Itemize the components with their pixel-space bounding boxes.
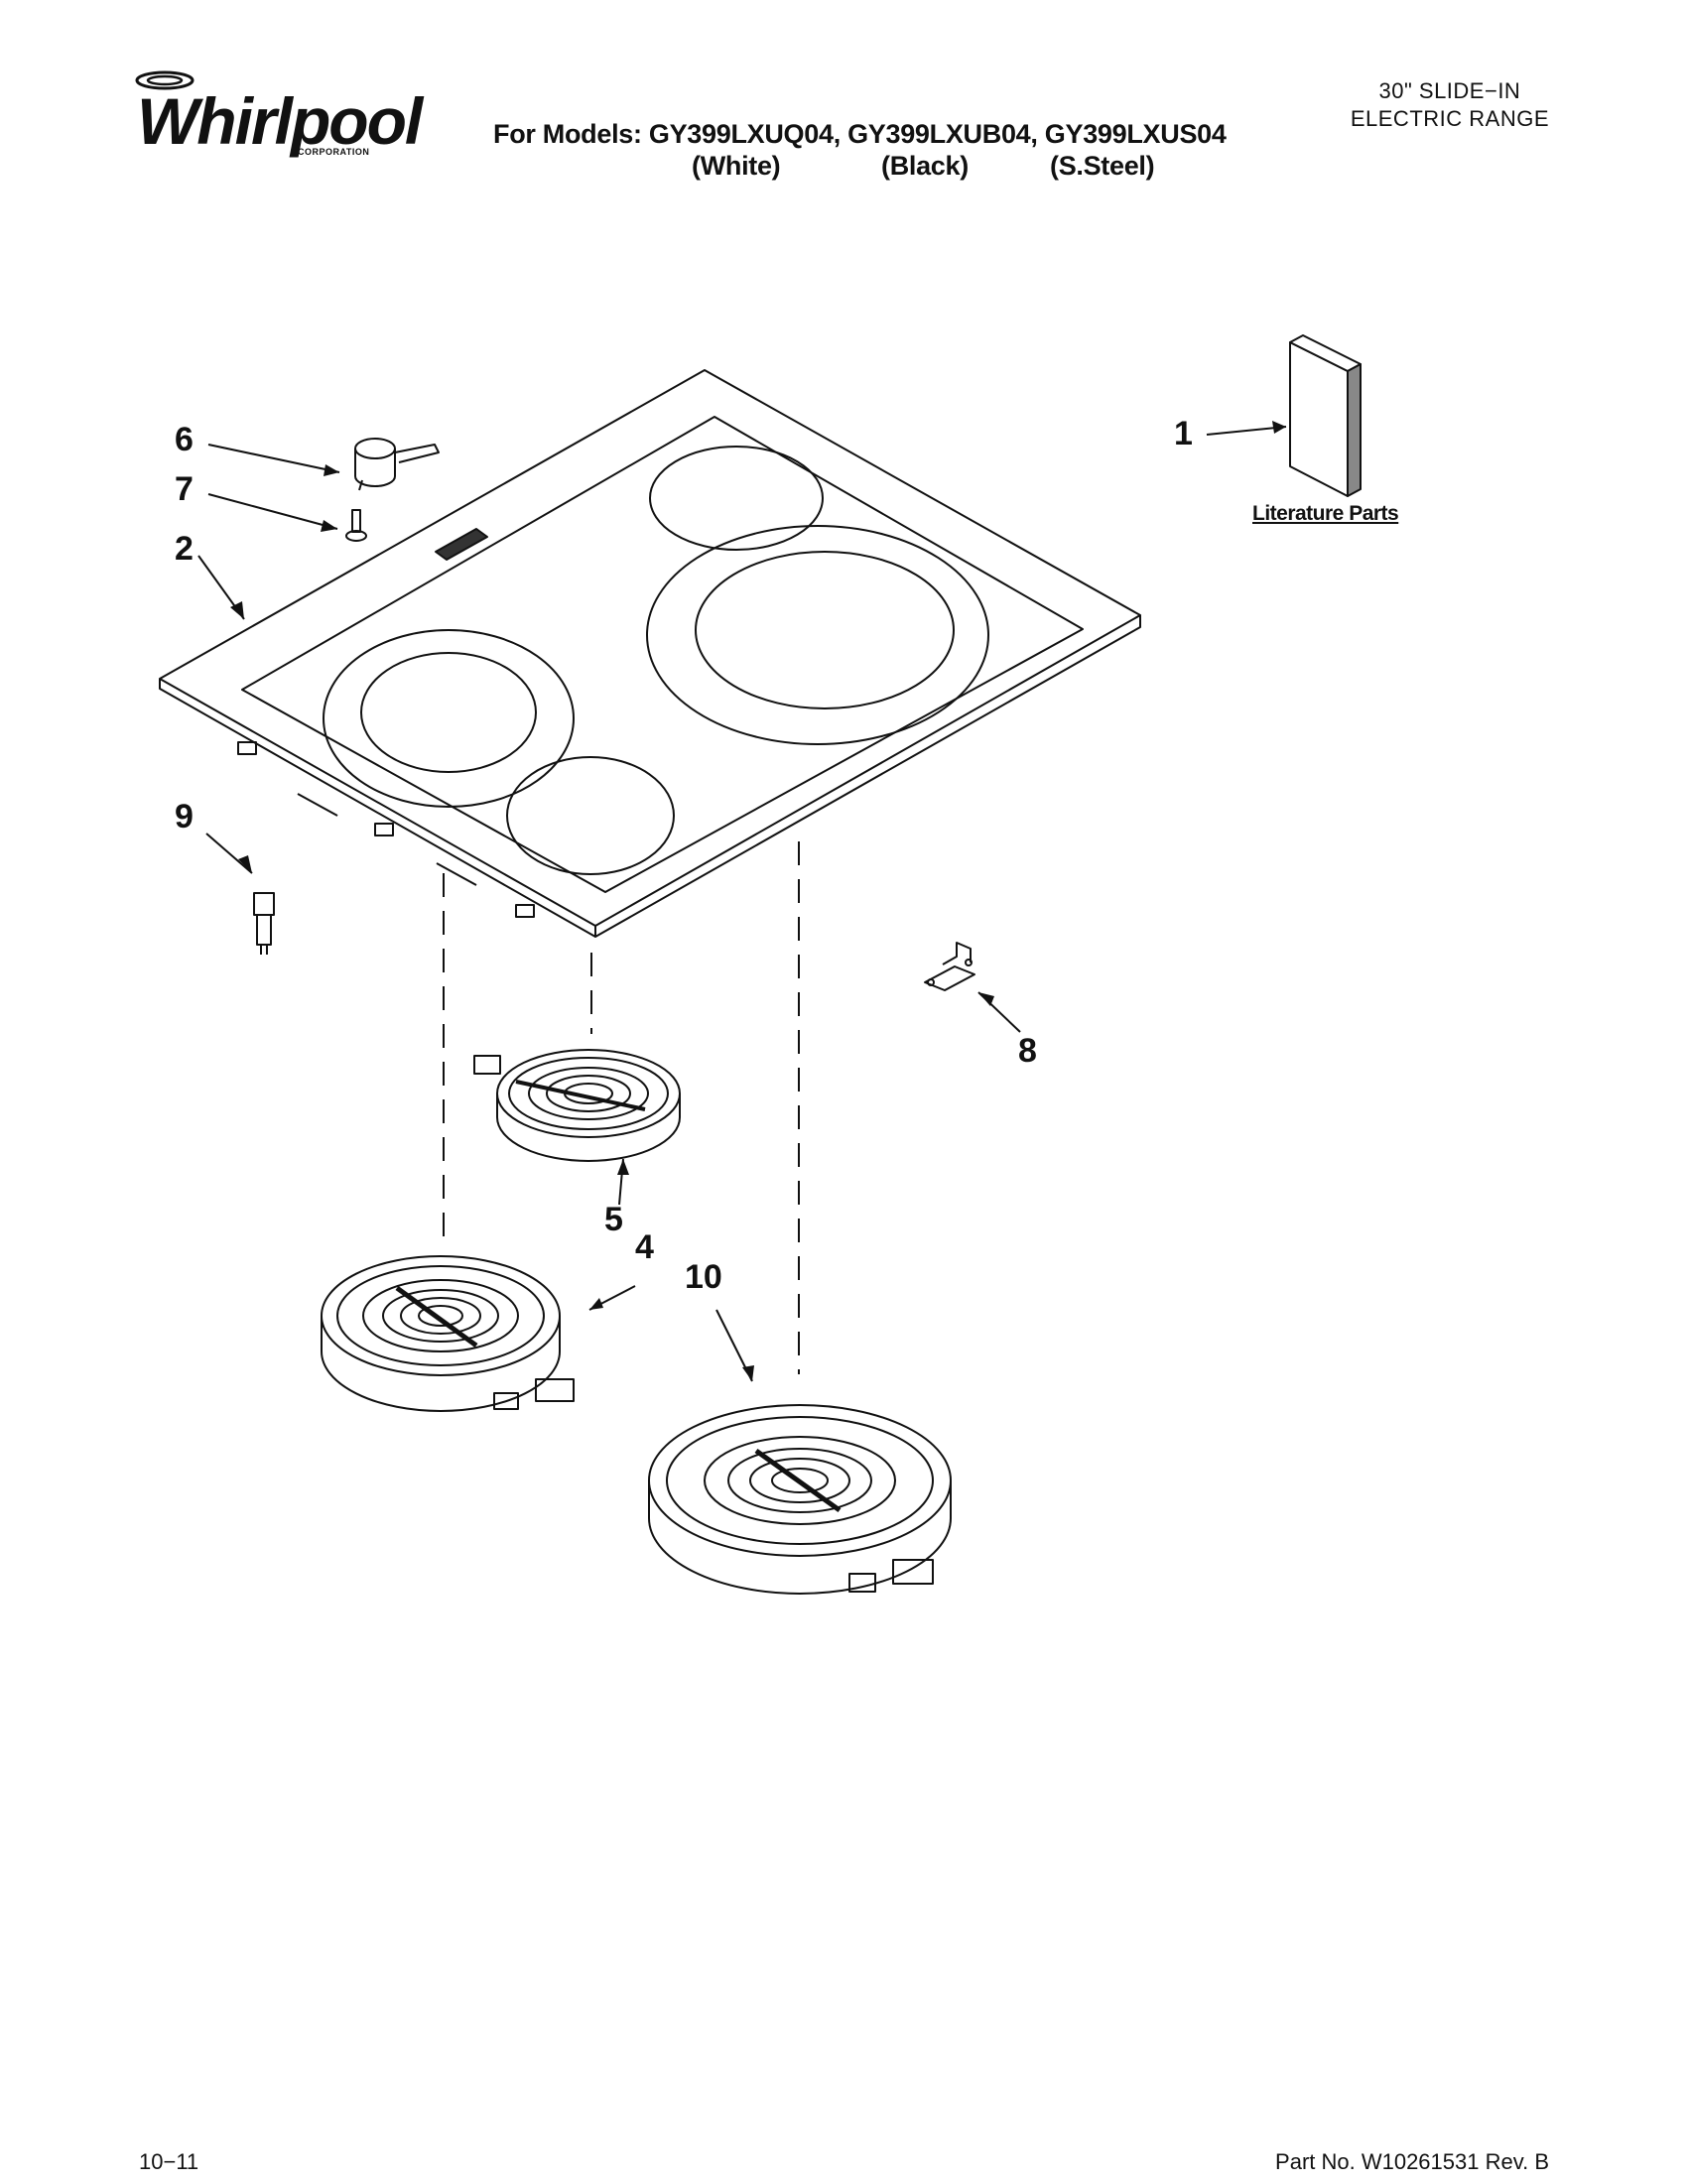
mounting-screw	[345, 509, 367, 542]
revision-date: 10−11	[139, 2149, 199, 2174]
callout-1: 1	[1174, 415, 1193, 452]
callout-arrowheads	[230, 421, 1286, 1381]
callout-6: 6	[175, 421, 194, 458]
finish-white: (White)	[692, 151, 781, 181]
part-number: Part No. W10261531 Rev. B	[1275, 2149, 1549, 2174]
brand-corporation-text: CORPORATION	[298, 147, 370, 157]
finish-stainless: (S.Steel)	[1050, 151, 1155, 181]
cooktop-element-rings	[323, 446, 989, 875]
cooktop-glass	[159, 369, 1141, 938]
document-title: 30" SLIDE−IN ELECTRIC RANGE	[1351, 77, 1549, 133]
terminal-bracket	[924, 942, 975, 991]
cooktop-mounting-clips	[237, 741, 535, 918]
alignment-lines	[443, 841, 800, 1374]
callout-8: 8	[1018, 1032, 1037, 1070]
whirlpool-swirl-logo-icon	[135, 70, 195, 90]
cooktop-vent	[435, 528, 488, 561]
literature-parts-label: Literature Parts	[1252, 502, 1399, 525]
literature-booklet	[1289, 334, 1362, 497]
callout-7: 7	[175, 470, 194, 508]
brand-logo-text: Whirlpool	[137, 84, 423, 158]
callout-9: 9	[175, 798, 194, 835]
callout-5: 5	[604, 1201, 623, 1238]
title-line-2: ELECTRIC RANGE	[1350, 106, 1549, 131]
medium-radiant-element	[321, 1255, 575, 1412]
thermal-switch	[354, 438, 440, 491]
models-line: For Models: GY399LXUQ04, GY399LXUB04, GY…	[493, 119, 1227, 149]
callout-10: 10	[685, 1258, 722, 1296]
large-radiant-element	[648, 1404, 952, 1595]
title-line-1: 30" SLIDE−IN	[1378, 78, 1521, 103]
callout-2: 2	[175, 530, 194, 568]
small-radiant-element	[473, 1049, 681, 1162]
finish-black: (Black)	[881, 151, 969, 181]
indicator-lamp	[253, 892, 275, 955]
callout-4: 4	[635, 1228, 654, 1266]
